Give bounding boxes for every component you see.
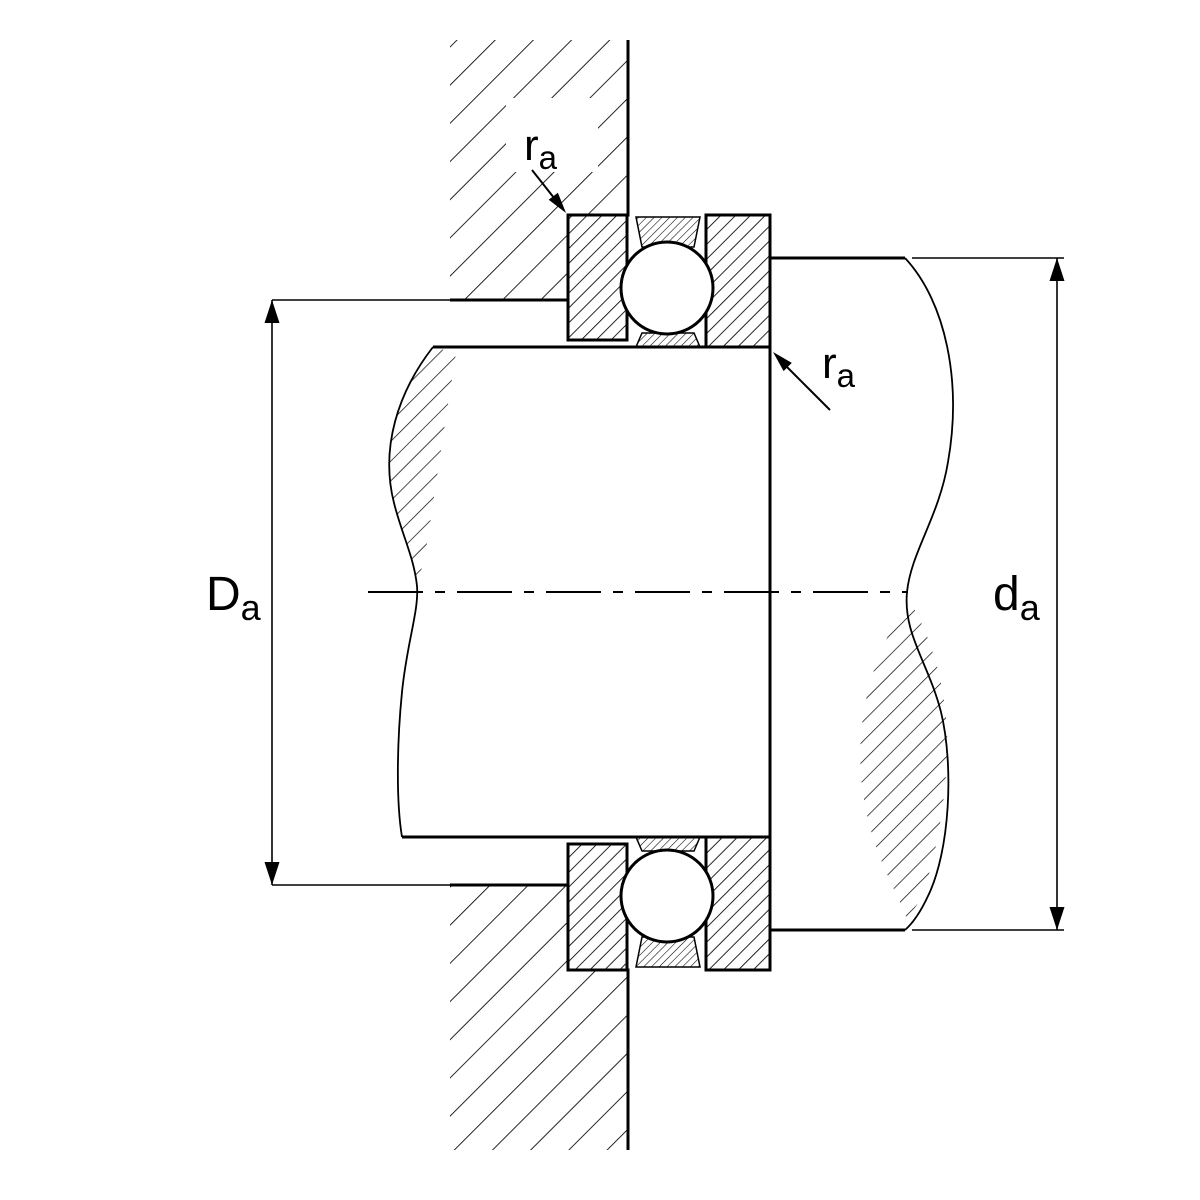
housing-washer-bottom bbox=[566, 842, 629, 972]
fillet-label-top: ra bbox=[524, 121, 558, 176]
fillet-callout-top: ra bbox=[506, 98, 598, 213]
cage-top-upper bbox=[635, 216, 701, 248]
dimension-arrow-down-icon bbox=[264, 862, 280, 885]
shaft-washer-top bbox=[704, 213, 772, 349]
dimension-label-da: da bbox=[993, 568, 1041, 628]
label-backdrop bbox=[506, 98, 598, 172]
housing-wall-bottom-hatch bbox=[450, 885, 628, 1150]
fillet-label-shaft: ra bbox=[822, 339, 856, 394]
shaft-washer-bottom bbox=[704, 835, 772, 972]
cage-bottom-lower bbox=[635, 936, 701, 968]
dimension-arrow-up-icon bbox=[1049, 258, 1065, 281]
dimension-da: da bbox=[912, 257, 1065, 931]
ball-top bbox=[619, 240, 715, 336]
dimension-arrow-down-icon bbox=[1049, 907, 1065, 930]
dimension-arrow-up-icon bbox=[264, 300, 280, 323]
housing-washer-top bbox=[566, 213, 629, 342]
ball-bottom bbox=[619, 848, 715, 944]
dimension-Da: Da bbox=[206, 299, 452, 886]
leader-arrow-icon bbox=[773, 352, 792, 372]
shaft-break-line bbox=[388, 346, 434, 838]
collar-break-section-hatch bbox=[860, 600, 948, 919]
leader-arrow-icon bbox=[548, 192, 566, 213]
dimension-label-Da: Da bbox=[206, 568, 262, 628]
fillet-callout-shaft: ra bbox=[773, 339, 856, 411]
collar-break-line bbox=[904, 257, 954, 931]
shaft-break-section-hatch bbox=[389, 347, 456, 586]
